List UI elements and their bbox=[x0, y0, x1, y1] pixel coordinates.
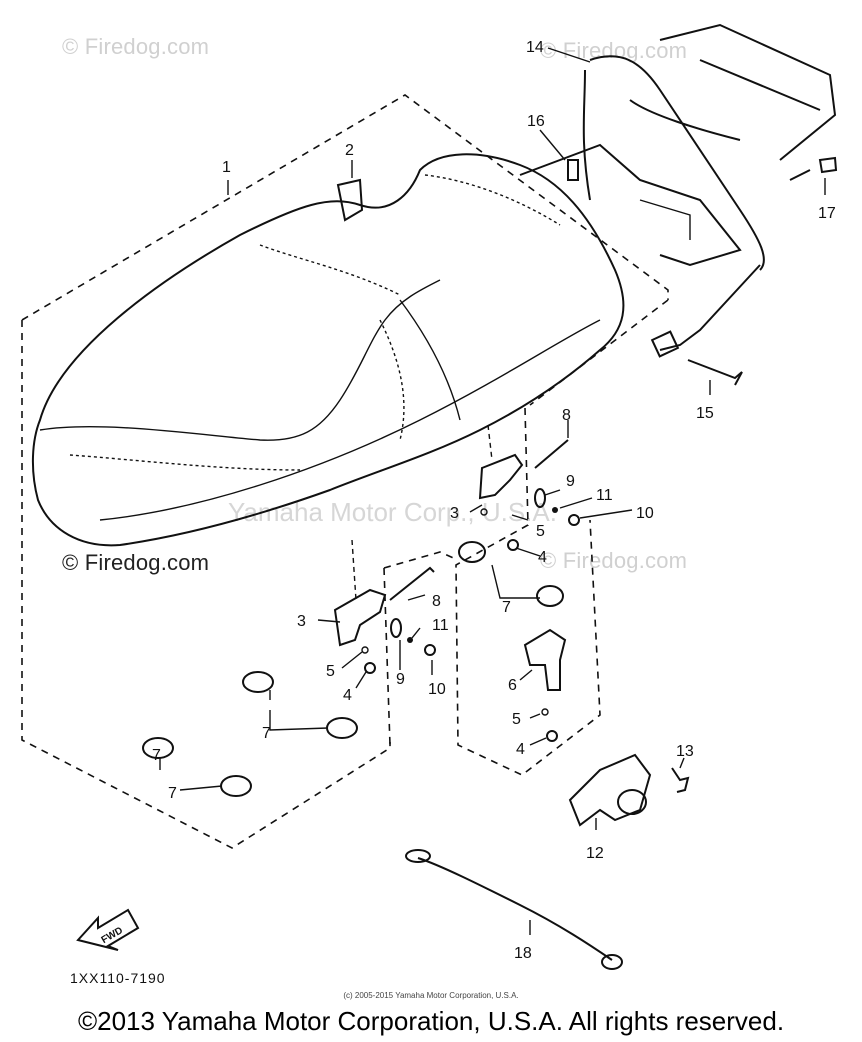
bolt-15 bbox=[687, 359, 743, 386]
nut-10b bbox=[568, 514, 580, 526]
callout-6: 6 bbox=[508, 677, 517, 694]
callout-14: 14 bbox=[526, 39, 544, 56]
callout-12: 12 bbox=[586, 845, 604, 862]
callout-3-left: 3 bbox=[297, 613, 306, 630]
bolt-4a bbox=[364, 662, 376, 674]
callout-5-upper: 5 bbox=[536, 523, 545, 540]
callout-8-right: 8 bbox=[562, 407, 571, 424]
bracket-group-outline-right bbox=[455, 407, 601, 776]
washer-11b bbox=[552, 507, 558, 513]
callout-13: 13 bbox=[676, 743, 694, 760]
callout-7-a: 7 bbox=[262, 725, 271, 742]
callout-5-right: 5 bbox=[512, 711, 521, 728]
callout-7-c: 7 bbox=[502, 599, 511, 616]
copyright-small: (c) 2005-2015 Yamaha Motor Corporation, … bbox=[343, 991, 519, 1000]
screw-13 bbox=[671, 767, 690, 793]
washer-5c bbox=[480, 508, 488, 516]
damper-7c bbox=[142, 737, 174, 759]
bolt-8-right bbox=[534, 439, 569, 469]
callout-4-right: 4 bbox=[516, 741, 525, 758]
callout-1: 1 bbox=[222, 159, 231, 176]
callout-8-center: 8 bbox=[432, 593, 441, 610]
watermark-yamaha-center: Yamaha Motor Corp., U.S.A. bbox=[228, 497, 557, 527]
fastener-16 bbox=[567, 159, 579, 181]
nut-10a bbox=[424, 644, 436, 656]
watermark-firedog-top-right: © Firedog.com bbox=[540, 38, 688, 63]
callout-9-center: 9 bbox=[396, 671, 405, 688]
callout-16: 16 bbox=[527, 113, 545, 130]
clip-9b bbox=[534, 488, 546, 508]
damper-7d bbox=[220, 775, 252, 797]
damper-7b bbox=[326, 717, 358, 739]
watermark-firedog-mid-left: © Firedog.com bbox=[62, 550, 210, 575]
callout-3-right: 3 bbox=[450, 505, 459, 522]
washer-5a bbox=[361, 646, 369, 654]
seat bbox=[31, 153, 625, 547]
callout-10-center: 10 bbox=[428, 681, 446, 698]
washer-11a bbox=[407, 637, 413, 643]
seat-cable bbox=[417, 857, 613, 961]
damper-7f bbox=[536, 585, 564, 607]
bolt-17 bbox=[789, 156, 838, 181]
callout-4-left: 4 bbox=[343, 687, 352, 704]
watermark-firedog-mid-right: © Firedog.com bbox=[540, 548, 688, 573]
seat-assembly-outline bbox=[21, 94, 669, 849]
seat-lock bbox=[568, 753, 652, 827]
rear-carrier bbox=[519, 23, 837, 358]
fwd-arrow bbox=[76, 908, 140, 951]
bracket-3-right bbox=[478, 453, 524, 500]
bolt-8-center bbox=[389, 566, 435, 601]
callout-15: 15 bbox=[696, 405, 714, 422]
bolt-4c bbox=[507, 539, 519, 551]
callout-18: 18 bbox=[514, 945, 532, 962]
bolt-4b bbox=[546, 730, 558, 742]
bracket-6 bbox=[523, 628, 567, 691]
callout-4-upper: 4 bbox=[538, 549, 547, 566]
clip-9a bbox=[390, 618, 402, 638]
copyright-notice: ©2013 Yamaha Motor Corporation, U.S.A. A… bbox=[77, 1006, 785, 1036]
bracket-group-outline-center bbox=[383, 551, 459, 746]
damper-7a bbox=[242, 671, 274, 693]
callout-2: 2 bbox=[345, 142, 354, 159]
diagram-code: 1XX110-7190 bbox=[70, 970, 166, 986]
callout-7-d: 7 bbox=[152, 747, 161, 764]
seat-strap bbox=[336, 178, 364, 222]
callout-11-center: 11 bbox=[432, 617, 449, 634]
callout-10-right: 10 bbox=[636, 505, 654, 522]
watermark-firedog-top-left: © Firedog.com bbox=[62, 34, 210, 59]
washer-5b bbox=[541, 708, 549, 716]
callout-11-right: 11 bbox=[596, 487, 613, 504]
callout-5-left: 5 bbox=[326, 663, 335, 680]
callout-17: 17 bbox=[818, 205, 836, 222]
callout-7-b: 7 bbox=[168, 785, 177, 802]
bracket-3-left bbox=[333, 588, 387, 647]
callout-9-right: 9 bbox=[566, 473, 575, 490]
damper-7e bbox=[458, 541, 486, 563]
